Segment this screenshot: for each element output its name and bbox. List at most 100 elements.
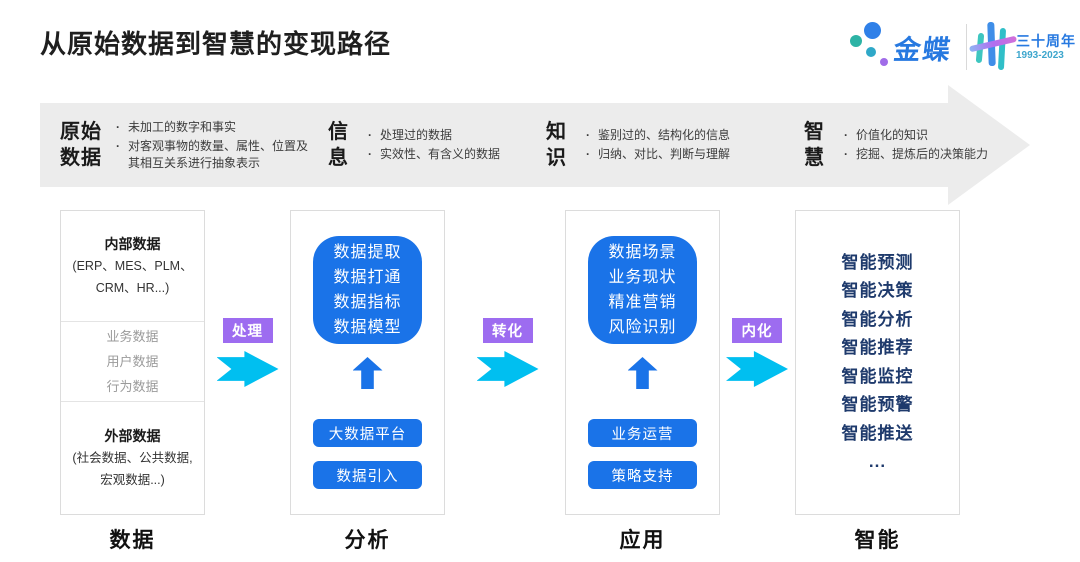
bullet-text: 未加工的数字和事实: [128, 119, 237, 134]
page-title: 从原始数据到智慧的变现路径: [40, 29, 392, 59]
application-panel: 数据场景 业务现状 精准营销 风险识别: [588, 236, 697, 344]
connector-label: 处理: [222, 318, 273, 343]
big-data-platform-button: 大数据平台: [313, 419, 422, 447]
stage-title: 原始数据: [60, 121, 102, 169]
dot-small-blue-icon: [866, 47, 876, 57]
stage-bullets: 价值化的知识 挖掘、提炼后的决策能力: [844, 127, 1012, 163]
list-item: 智能分析: [841, 309, 914, 329]
up-arrow-icon: [352, 357, 383, 389]
business-operation-button: 业务运营: [588, 419, 697, 447]
banner-stage-knowledge: 知识 鉴别过的、结构化的信息 归纳、对比、判断与理解: [546, 103, 774, 187]
panel-line: 数据模型: [333, 319, 402, 336]
bullet-dot-icon: [586, 146, 598, 163]
anniversary-label: 三十周年: [1016, 33, 1076, 49]
column-label-intelligence: 智能: [854, 529, 901, 552]
bullet-text: 处理过的数据: [380, 128, 453, 142]
analysis-panel: 数据提取 数据打通 数据指标 数据模型: [313, 236, 422, 344]
panel-line: 数据场景: [608, 244, 677, 261]
list-item: 智能监控: [841, 366, 914, 386]
intelligence-box: 智能预测 智能决策 智能分析 智能推荐 智能监控 智能预警 智能推送 ...: [795, 210, 960, 515]
connector-internalize: 内化: [717, 318, 797, 387]
bullet-item: 实效性、有含义的数据: [368, 146, 526, 163]
bullet-dot-icon: [586, 127, 598, 144]
bullet-dot-icon: [368, 146, 380, 163]
stage-arrow-banner: 原始数据 未加工的数字和事实 对客观事物的数量、属性、位置及其相互关系进行抽象表…: [40, 85, 1030, 205]
mark-bar-icon: [997, 27, 1007, 71]
external-data-section: 外部数据 (社会数据、公共数据, 宏观数据...): [61, 401, 204, 514]
banner-stage-raw-data: 原始数据 未加工的数字和事实 对客观事物的数量、属性、位置及其相互关系进行抽象表…: [60, 103, 308, 187]
data-type-item: 用户数据: [106, 353, 159, 369]
bullet-text: 对客观事物的数量、属性、位置及其相互关系进行抽象表示: [128, 138, 309, 170]
connector-transform: 转化: [450, 318, 565, 387]
logo-divider: [966, 24, 967, 70]
list-item: 智能预警: [841, 395, 914, 414]
dot-blue-icon: [864, 22, 881, 39]
connector-label: 内化: [732, 318, 782, 343]
bullet-item: 鉴别过的、结构化的信息: [586, 127, 774, 144]
banner-stage-wisdom: 智慧 价值化的知识 挖掘、提炼后的决策能力: [804, 103, 1012, 187]
section-title: 外部数据: [104, 428, 161, 444]
up-arrow-icon: [627, 357, 658, 389]
section-title: 内部数据: [104, 236, 161, 252]
bullet-item: 对客观事物的数量、属性、位置及其相互关系进行抽象表示: [116, 138, 308, 172]
section-line: CRM、HR...): [95, 281, 170, 295]
bullet-item: 归纳、对比、判断与理解: [586, 146, 774, 163]
list-item: 智能推送: [841, 423, 914, 443]
panel-line: 业务现状: [608, 269, 677, 286]
strategy-support-button: 策略支持: [588, 461, 697, 489]
dot-teal-icon: [850, 35, 862, 47]
panel-line: 数据打通: [333, 269, 402, 286]
bullet-item: 处理过的数据: [368, 127, 526, 144]
banner-stage-information: 信息 处理过的数据 实效性、有含义的数据: [328, 103, 526, 187]
column-label-data: 数据: [109, 529, 156, 552]
analysis-box: 数据提取 数据打通 数据指标 数据模型 大数据平台 数据引入: [290, 210, 445, 515]
panel-line: 数据指标: [333, 294, 402, 311]
bullet-text: 鉴别过的、结构化的信息: [598, 128, 731, 142]
section-line: 宏观数据...): [100, 473, 165, 487]
panel-line: 风险识别: [608, 319, 677, 336]
panel-line: 精准营销: [608, 294, 677, 311]
right-arrow-icon: [476, 351, 539, 387]
column-label-analysis: 分析: [344, 529, 391, 552]
connector-process: 处理: [205, 318, 290, 387]
bullet-text: 价值化的知识: [856, 128, 929, 142]
brand-name: 金蝶: [891, 35, 954, 65]
bullet-text: 挖掘、提炼后的决策能力: [856, 147, 989, 161]
section-line: (社会数据、公共数据,: [72, 451, 193, 465]
application-box: 数据场景 业务现状 精准营销 风险识别 业务运营 策略支持: [565, 210, 720, 515]
internal-data-section: 内部数据 (ERP、MES、PLM、 CRM、HR...): [61, 211, 204, 321]
anniversary-mark-icon: [968, 20, 1018, 74]
data-types-section: 业务数据 用户数据 行为数据: [61, 321, 204, 401]
bullet-text: 实效性、有含义的数据: [380, 147, 501, 161]
stage-bullets: 未加工的数字和事实 对客观事物的数量、属性、位置及其相互关系进行抽象表示: [116, 119, 308, 172]
right-arrow-icon: [726, 351, 788, 387]
bullet-dot-icon: [368, 127, 380, 144]
data-import-button: 数据引入: [313, 461, 422, 489]
stage-title: 信息: [328, 121, 349, 169]
bullet-text: 归纳、对比、判断与理解: [598, 147, 731, 161]
stage-title: 智慧: [804, 121, 825, 169]
bullet-dot-icon: [844, 127, 856, 144]
bullet-dot-icon: [116, 119, 128, 136]
stage-bullets: 处理过的数据 实效性、有含义的数据: [368, 127, 526, 163]
data-type-item: 业务数据: [106, 328, 159, 344]
list-item: 智能决策: [841, 281, 914, 300]
bullet-dot-icon: [116, 138, 128, 172]
list-item: 智能推荐: [841, 338, 914, 357]
stage-bullets: 鉴别过的、结构化的信息 归纳、对比、判断与理解: [586, 127, 774, 163]
stage-title: 知识: [546, 121, 567, 169]
right-arrow-icon: [216, 351, 279, 387]
panel-line: 数据提取: [333, 244, 402, 261]
bullet-item: 价值化的知识: [844, 127, 1012, 144]
bullet-dot-icon: [844, 146, 856, 163]
column-label-application: 应用: [619, 529, 666, 552]
bullet-item: 未加工的数字和事实: [116, 119, 308, 136]
dot-purple-icon: [880, 58, 888, 66]
list-item-ellipsis: ...: [868, 452, 887, 471]
data-sources-box: 内部数据 (ERP、MES、PLM、 CRM、HR...) 业务数据 用户数据 …: [60, 210, 205, 515]
connector-label: 转化: [482, 318, 533, 343]
intelligence-list: 智能预测 智能决策 智能分析 智能推荐 智能监控 智能预警 智能推送 ...: [796, 211, 959, 514]
bullet-item: 挖掘、提炼后的决策能力: [844, 146, 1012, 163]
kingdee-dots-icon: [850, 20, 896, 74]
